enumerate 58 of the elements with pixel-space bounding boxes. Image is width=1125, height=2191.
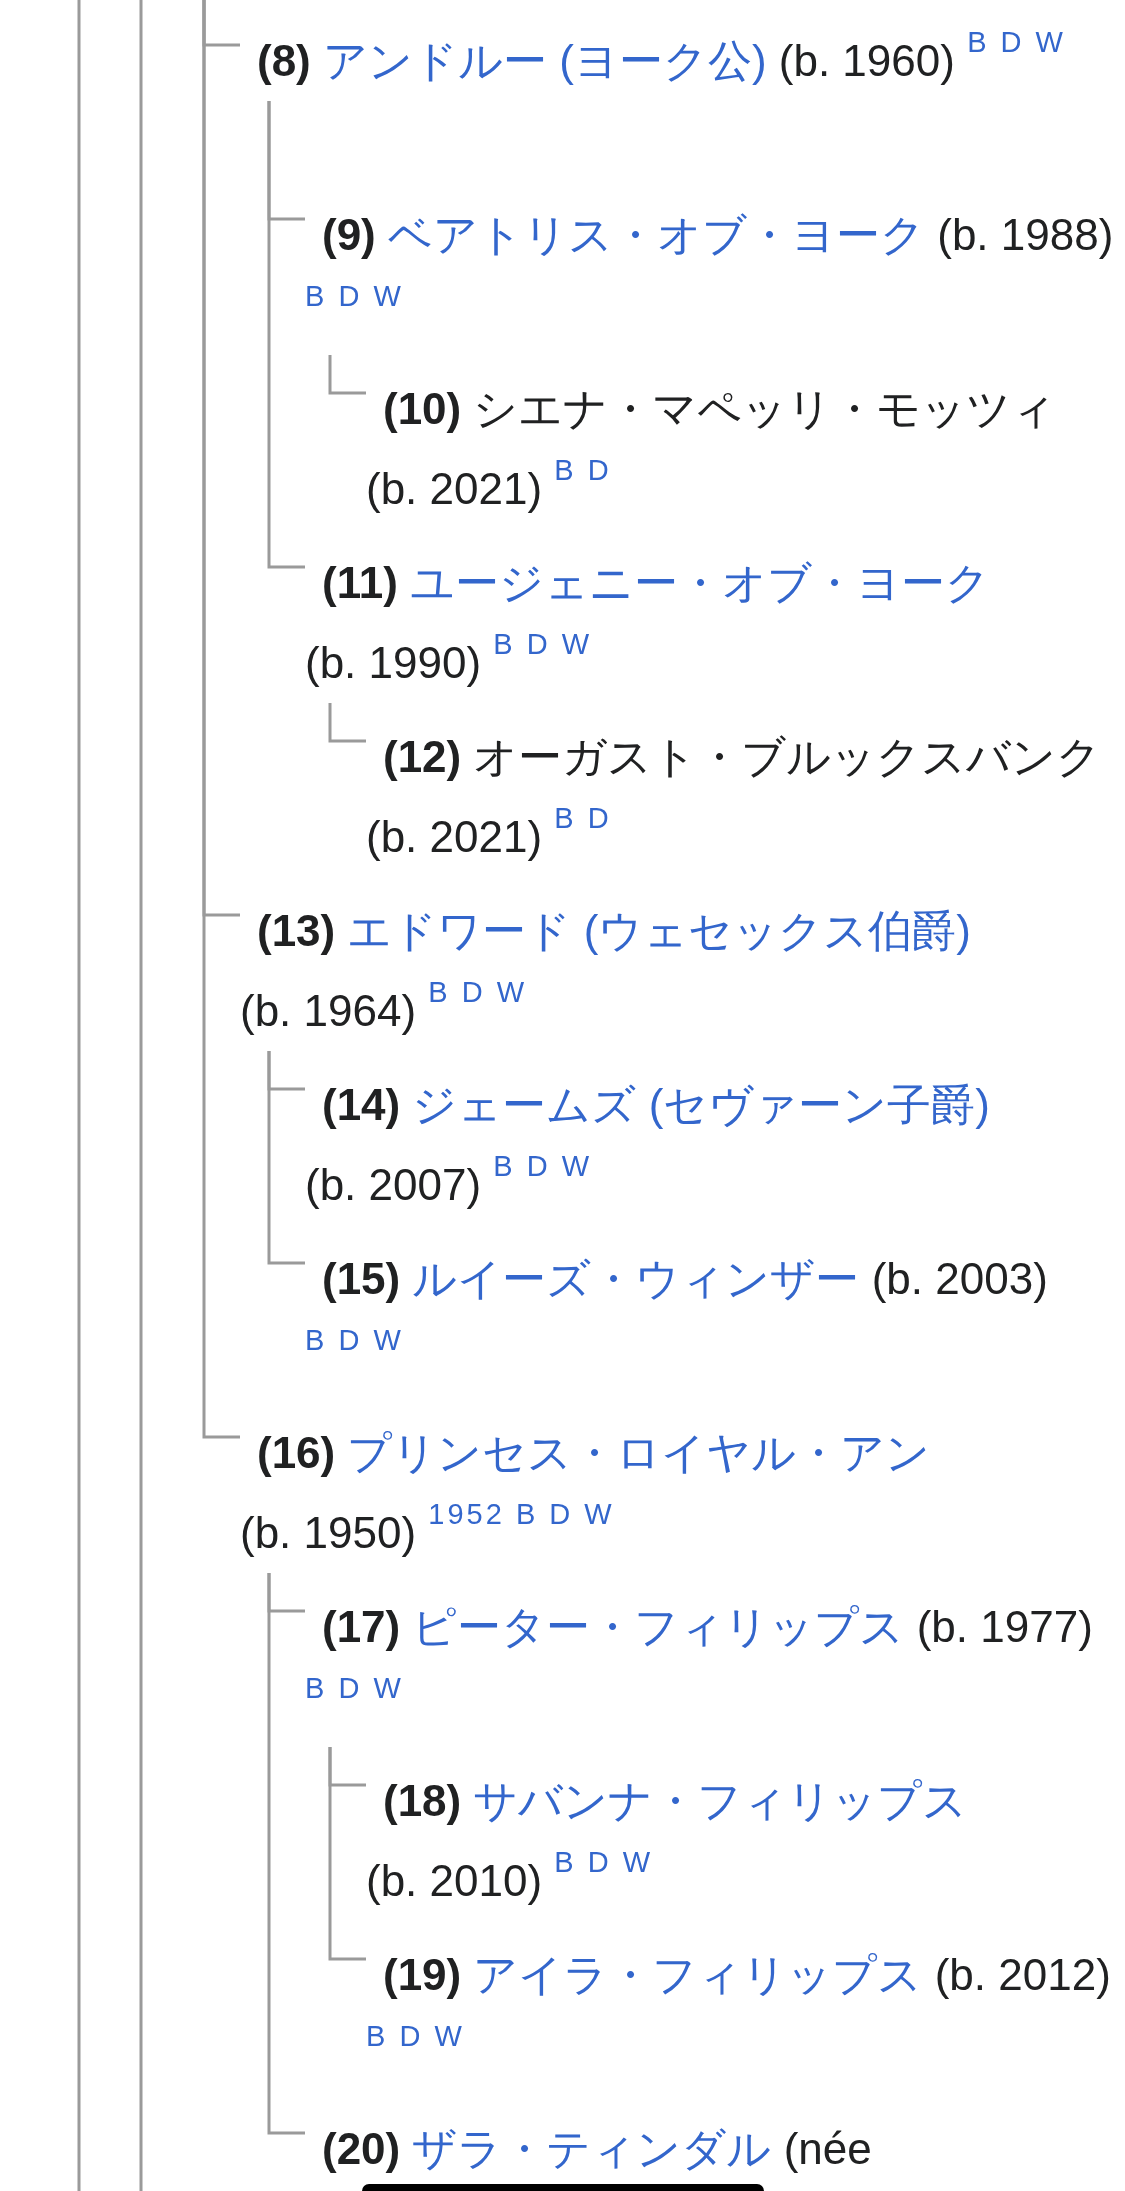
source-links: B D W bbox=[366, 2020, 465, 2052]
entry-number: (16) bbox=[257, 1428, 336, 1477]
tree-connector bbox=[267, 101, 305, 569]
name-link: ピーター・フィリップス bbox=[412, 1602, 905, 1651]
detail-text: (b. 2012) bbox=[934, 1950, 1111, 1999]
source-links: B D W bbox=[493, 628, 593, 660]
tree-connector bbox=[267, 1573, 305, 2135]
detail-text: (b. 1960) bbox=[778, 36, 955, 85]
source-links: B D W bbox=[305, 1324, 404, 1356]
name-text: オーガスト・ブルックスバンク bbox=[473, 732, 1102, 781]
tree-connector bbox=[328, 703, 366, 743]
detail-text: (b. 2021) bbox=[366, 812, 543, 861]
tree-connector bbox=[202, 0, 240, 1439]
detail-text: (b. 2003) bbox=[871, 1254, 1048, 1303]
entry-number: (11) bbox=[322, 558, 398, 607]
name-text: シエナ・マペッリ・モッツィ bbox=[473, 384, 1057, 433]
detail-text: (b. 2021) bbox=[366, 464, 543, 513]
detail-text: (b. 1950) bbox=[240, 1508, 417, 1557]
tree-connector bbox=[267, 1051, 305, 1265]
tree-connector bbox=[328, 355, 366, 395]
name-link: アンドルー (ヨーク公) bbox=[323, 36, 767, 85]
source-links: B D W bbox=[554, 1846, 654, 1878]
entry-number: (9) bbox=[322, 210, 376, 259]
entry-number: (10) bbox=[383, 384, 462, 433]
detail-text: (b. 2007) bbox=[305, 1160, 482, 1209]
source-links: B D W bbox=[967, 26, 1066, 58]
name-link: ユージェニー・オブ・ヨーク bbox=[410, 558, 991, 607]
detail-text: (b. 1988) bbox=[937, 210, 1114, 259]
source-links: B D W bbox=[305, 1672, 404, 1704]
name-link: ジェームズ (セヴァーン子爵) bbox=[412, 1080, 990, 1129]
entry-number: (14) bbox=[322, 1080, 401, 1129]
detail-text: (b. 2010) bbox=[366, 1856, 543, 1905]
name-link: エドワード (ウェセックス伯爵) bbox=[347, 906, 971, 955]
name-link: プリンセス・ロイヤル・アン bbox=[347, 1428, 931, 1477]
entry-number: (8) bbox=[257, 36, 311, 85]
entry-number: (13) bbox=[257, 906, 336, 955]
source-links: B D W bbox=[493, 1150, 593, 1182]
tree-connector bbox=[328, 1747, 366, 1961]
entry-number: (12) bbox=[383, 732, 462, 781]
name-link: ザラ・ティンダル bbox=[412, 2124, 772, 2173]
detail-text: (née bbox=[783, 2124, 872, 2173]
source-links: B D bbox=[554, 802, 612, 834]
entry-number: (18) bbox=[383, 1776, 462, 1825]
name-link: ベアトリス・オブ・ヨーク bbox=[388, 210, 925, 259]
source-links: B D W bbox=[305, 280, 404, 312]
entry-number: (17) bbox=[322, 1602, 401, 1651]
name-link: サバンナ・フィリップス bbox=[473, 1776, 968, 1825]
name-link: ルイーズ・ウィンザー bbox=[412, 1254, 860, 1303]
detail-text: (b. 1964) bbox=[240, 986, 417, 1035]
entry-number: (20) bbox=[322, 2124, 401, 2173]
entry-number: (19) bbox=[383, 1950, 462, 1999]
detail-text: (b. 1977) bbox=[916, 1602, 1093, 1651]
source-links: B D W bbox=[428, 976, 528, 1008]
detail-text: (b. 1990) bbox=[305, 638, 482, 687]
entry-number: (15) bbox=[322, 1254, 401, 1303]
source-links: 1952 B D W bbox=[428, 1498, 615, 1530]
source-links: B D bbox=[554, 454, 612, 486]
name-link: アイラ・フィリップス bbox=[473, 1950, 923, 1999]
